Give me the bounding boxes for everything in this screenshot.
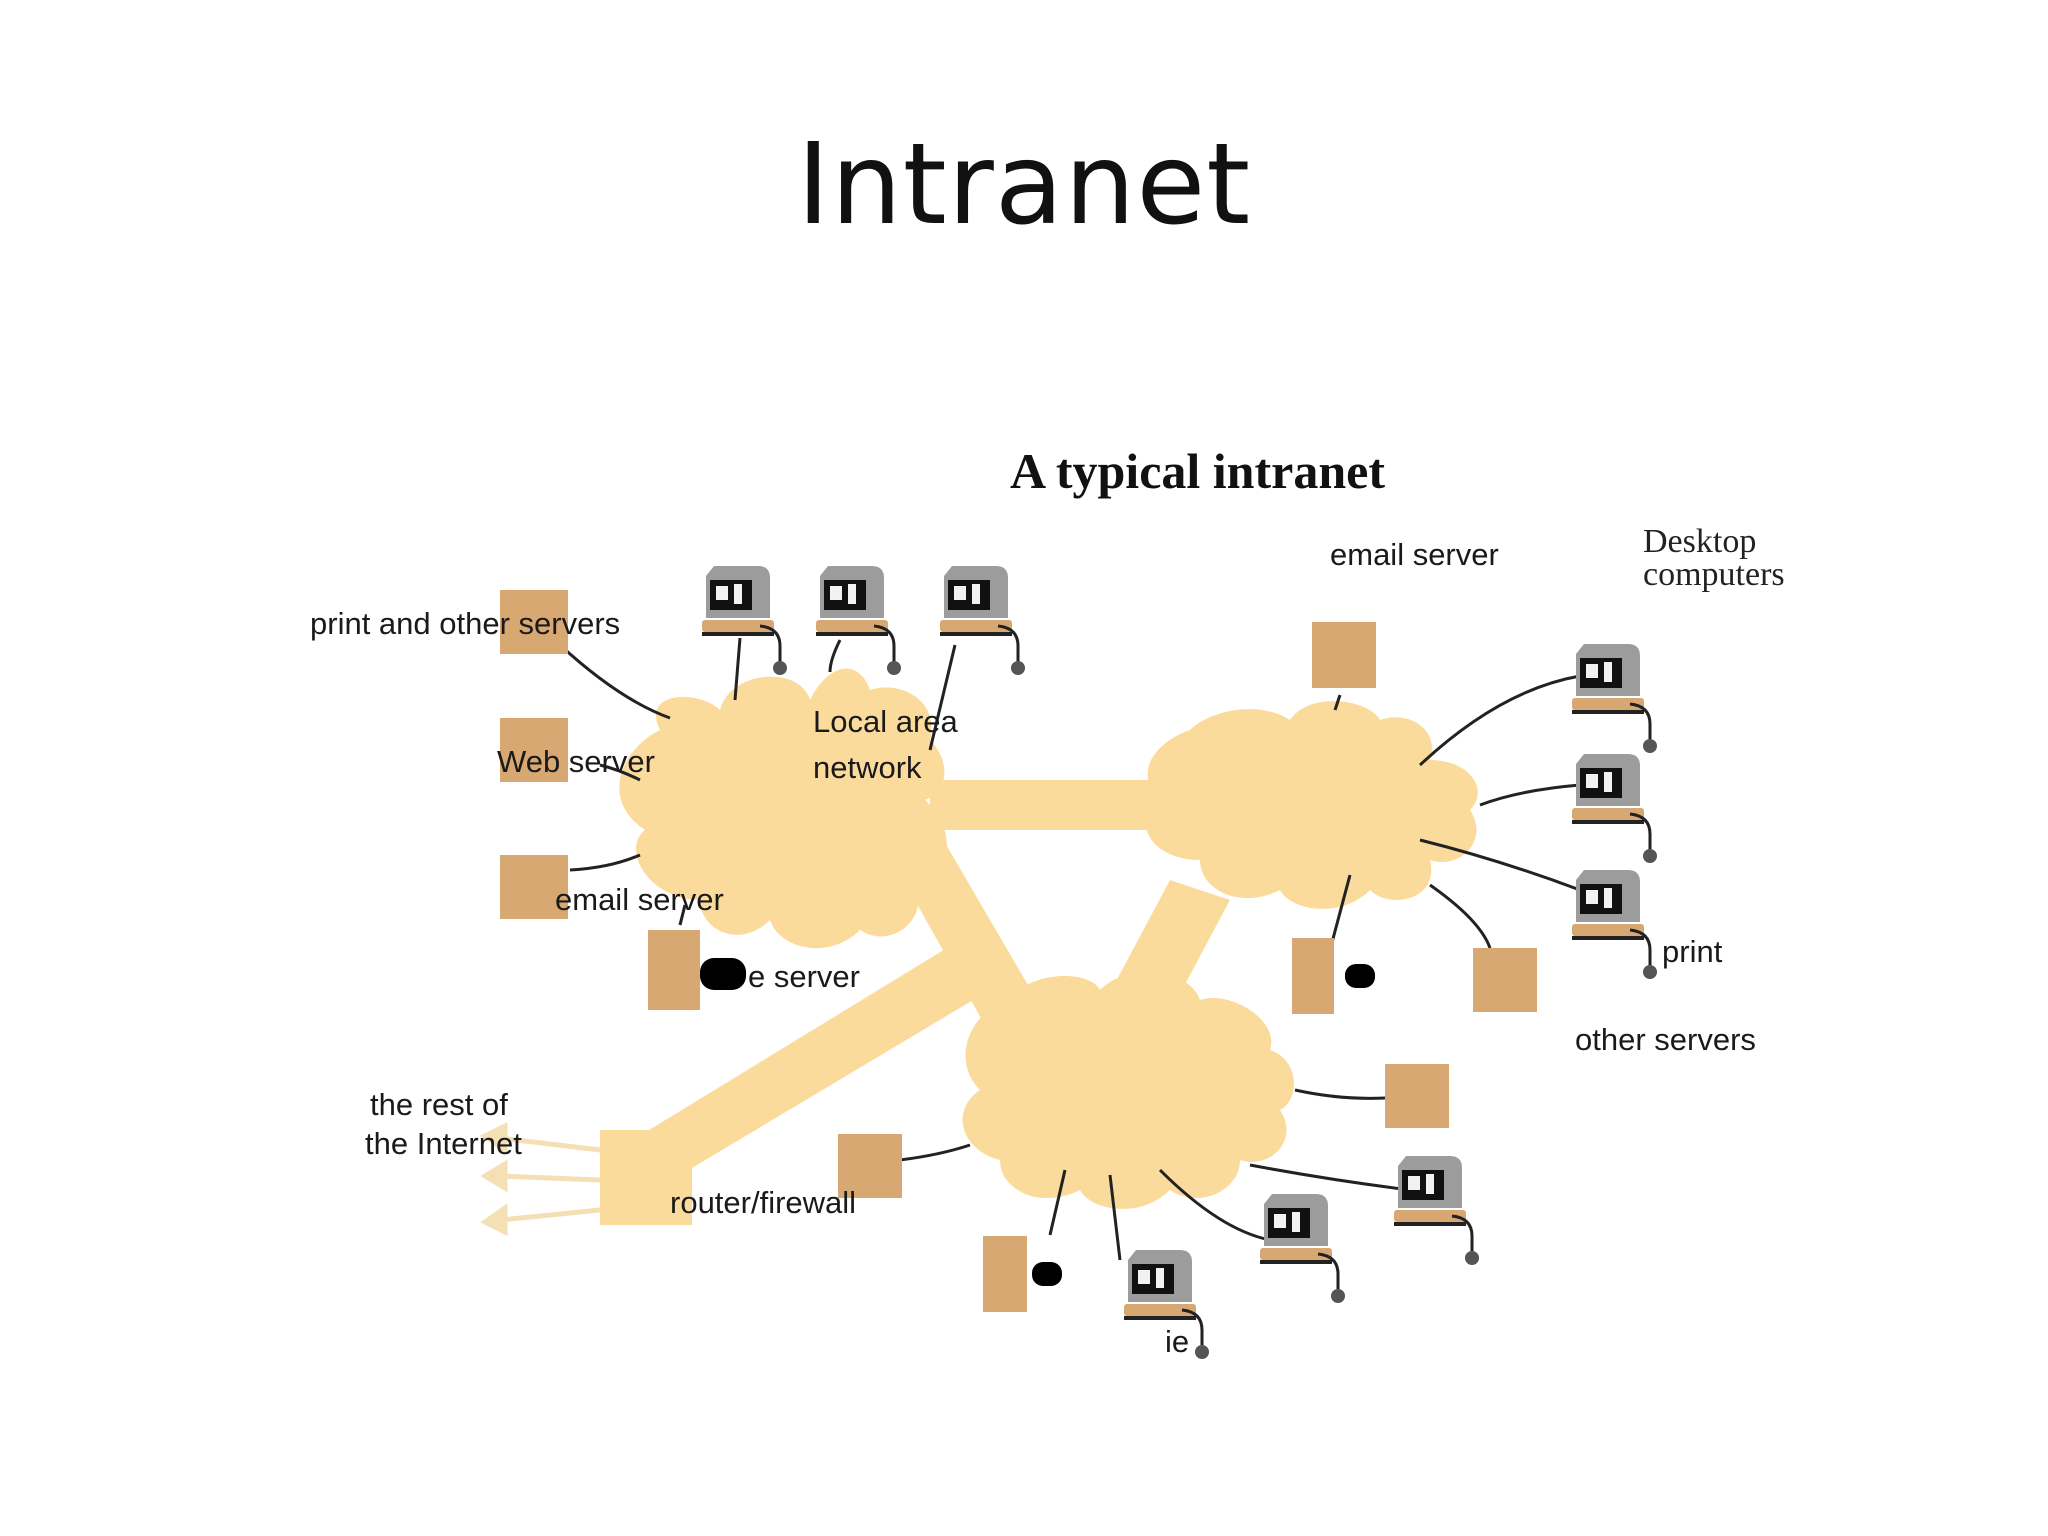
label-lan-line1: Local area	[813, 704, 959, 739]
label-router-firewall: router/firewall	[670, 1185, 856, 1220]
label-bottom-fragment: ie	[1165, 1324, 1189, 1359]
disk-file-right	[1345, 964, 1375, 988]
label-other-servers: other servers	[1575, 1022, 1756, 1057]
desktop-computer-bottom-1	[1392, 1154, 1481, 1267]
server-router	[838, 1134, 902, 1198]
server-web	[500, 718, 568, 782]
server-other-right	[1385, 1064, 1449, 1128]
server-file-right	[1292, 938, 1334, 1014]
desktop-computer-bottom-2	[1258, 1192, 1347, 1305]
server-file-left	[648, 930, 700, 1010]
label-rest-line2: the Internet	[365, 1126, 522, 1161]
label-lan-line2: network	[813, 750, 922, 785]
server-print-left	[500, 590, 568, 654]
lan-cloud-right	[1145, 701, 1478, 909]
lan-cloud-bottom	[962, 971, 1294, 1209]
diagram-title: A typical intranet	[1010, 443, 1385, 499]
server-file-bottom	[983, 1236, 1027, 1312]
desktop-computer-top-2	[814, 564, 903, 677]
label-desktop-line1: Desktop	[1643, 523, 1756, 560]
lan-cloud-left	[619, 668, 947, 949]
label-file-server-partial: e server	[748, 959, 860, 994]
label-email-server-top: email server	[1330, 537, 1499, 572]
connection-lines	[558, 637, 1581, 1261]
desktop-computer-right-3	[1570, 868, 1659, 981]
label-rest-line1: the rest of	[370, 1087, 508, 1122]
desktop-computer-right-1	[1570, 642, 1659, 755]
desktop-computer-right-2	[1570, 752, 1659, 865]
label-email-server-left: email server	[555, 882, 724, 917]
label-web-server: Web server	[497, 744, 655, 779]
internet-arrows	[480, 1121, 601, 1237]
label-print-and-other-servers: print and other servers	[310, 606, 620, 641]
slide-title: Intranet	[796, 120, 1252, 250]
server-email-left	[500, 855, 568, 919]
disk-file-left	[700, 958, 746, 990]
disk-file-bottom	[1032, 1262, 1062, 1286]
label-desktop-line2: computers	[1643, 556, 1785, 593]
desktop-computer-top-1	[700, 564, 789, 677]
router-firewall-box	[600, 1130, 692, 1225]
label-print-partial: print	[1662, 934, 1723, 969]
server-print-right	[1473, 948, 1537, 1012]
server-email-top	[1312, 622, 1376, 688]
